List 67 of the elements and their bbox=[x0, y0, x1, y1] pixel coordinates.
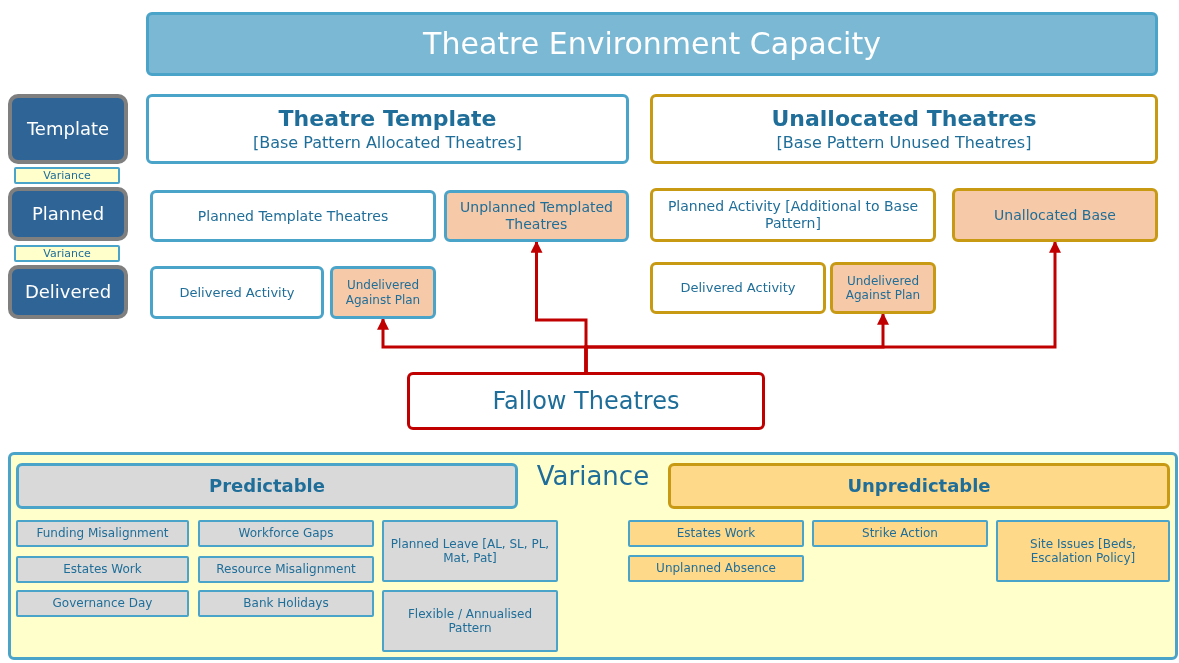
box-label: Unpredictable bbox=[846, 475, 992, 497]
stage-box bbox=[8, 187, 128, 241]
box-label: Template bbox=[25, 118, 111, 140]
factor-box bbox=[198, 556, 374, 583]
stage-box bbox=[8, 94, 128, 164]
factor-box bbox=[996, 520, 1170, 582]
box-label: Workforce Gaps bbox=[237, 526, 335, 541]
variance-tag bbox=[14, 245, 120, 262]
arrow bbox=[584, 240, 1061, 372]
box-label: Theatre Template bbox=[277, 106, 498, 133]
box-label: Resource Misalignment bbox=[215, 562, 357, 577]
box-label: Planned Activity [Additional to Base Pattern] bbox=[666, 198, 920, 232]
variance-panel bbox=[8, 452, 1178, 660]
section-header-box bbox=[146, 94, 629, 164]
box-label: Unallocated Theatres bbox=[770, 106, 1038, 133]
process-box bbox=[150, 190, 436, 242]
box-subtitle: [Base Pattern Unused Theatres] bbox=[775, 132, 1033, 152]
process-box bbox=[952, 188, 1158, 242]
box-label: Unplanned Absence bbox=[655, 561, 777, 576]
process-box bbox=[650, 188, 936, 242]
process-box bbox=[150, 266, 324, 319]
box-label: Delivered bbox=[23, 281, 113, 303]
banner-title: Theatre Environment Capacity bbox=[422, 26, 882, 62]
factor-box bbox=[382, 520, 558, 582]
box-label: Site Issues [Beds, Escalation Policy] bbox=[1029, 536, 1137, 566]
box-label: Planned Template Theatres bbox=[196, 207, 390, 225]
variance-tag bbox=[14, 167, 120, 184]
box-label: Unplanned Templated Theatres bbox=[459, 199, 614, 233]
box-label: Funding Misalignment bbox=[35, 526, 170, 541]
stage-box bbox=[8, 265, 128, 319]
factor-box bbox=[382, 590, 558, 652]
factor-box bbox=[628, 555, 804, 582]
process-box bbox=[830, 262, 936, 314]
box-label: Flexible / Annualised Pattern bbox=[406, 606, 534, 636]
factor-box bbox=[812, 520, 988, 547]
box-label: Estates Work bbox=[62, 562, 143, 577]
box-subtitle: [Base Pattern Allocated Theatres] bbox=[252, 132, 523, 152]
process-box bbox=[330, 266, 436, 319]
box-label: Strike Action bbox=[861, 526, 939, 541]
box-label: Estates Work bbox=[675, 526, 757, 541]
factor-box bbox=[16, 520, 189, 547]
category-header bbox=[668, 463, 1170, 509]
box-label: Undelivered Against Plan bbox=[844, 273, 922, 303]
title-banner bbox=[146, 12, 1158, 76]
factor-box bbox=[16, 556, 189, 583]
box-label: Unallocated Base bbox=[993, 206, 1117, 224]
process-box bbox=[444, 190, 629, 242]
category-header bbox=[16, 463, 518, 509]
box-label: Planned bbox=[30, 203, 106, 225]
box-label: Predictable bbox=[208, 475, 326, 497]
process-box bbox=[650, 262, 826, 314]
panel-title: Variance bbox=[535, 461, 651, 493]
box-label: Variance bbox=[42, 168, 92, 183]
factor-box bbox=[16, 590, 189, 617]
box-label: Delivered Activity bbox=[178, 284, 296, 301]
box-label: Delivered Activity bbox=[679, 280, 797, 296]
box-label: Variance bbox=[42, 246, 92, 261]
factor-box bbox=[198, 590, 374, 617]
box-label: Governance Day bbox=[51, 596, 154, 611]
factor-box bbox=[198, 520, 374, 547]
process-box bbox=[407, 372, 765, 430]
section-header-box bbox=[650, 94, 1158, 164]
box-label: Planned Leave [AL, SL, PL, Mat, Pat] bbox=[389, 536, 551, 566]
box-label: Bank Holidays bbox=[242, 596, 330, 611]
factor-box bbox=[628, 520, 804, 547]
box-label: Undelivered Against Plan bbox=[344, 278, 422, 307]
box-label: Fallow Theatres bbox=[491, 386, 681, 416]
